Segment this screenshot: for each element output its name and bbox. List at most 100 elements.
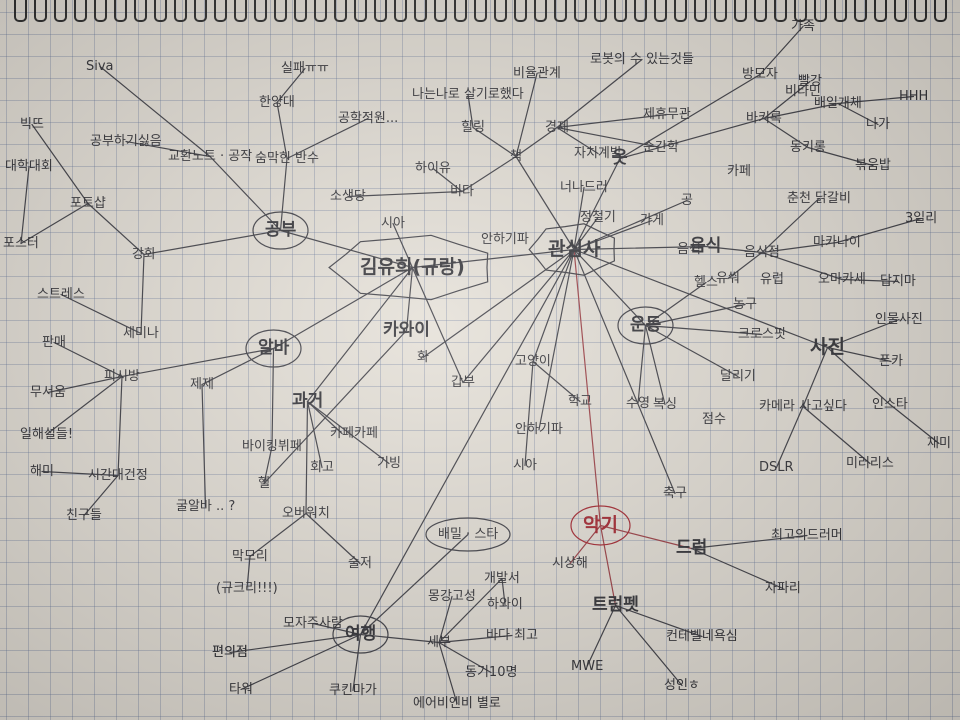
link-waechi-mamori bbox=[249, 512, 307, 558]
node-sia2: 시아 bbox=[513, 458, 537, 473]
binding-ring bbox=[754, 0, 767, 22]
node-camera: 카메라 사고싶다 bbox=[759, 399, 847, 414]
link-poto-bithe bbox=[31, 123, 89, 205]
link-interest-travel bbox=[359, 248, 575, 636]
binding-ring bbox=[934, 0, 947, 22]
node-music: 악기 bbox=[583, 514, 618, 536]
node-dongkisong: 동키롱 bbox=[790, 140, 826, 155]
circle-study bbox=[252, 211, 309, 250]
binding-ring bbox=[274, 0, 287, 22]
binding-ring bbox=[154, 0, 167, 22]
link-mamori-kyukyu bbox=[246, 555, 251, 590]
link-chaek-gyeongje bbox=[515, 126, 558, 158]
node-hagowi: 하와이 bbox=[487, 597, 523, 612]
node-food: 음식 bbox=[690, 236, 722, 256]
node-semina: 세미나 bbox=[123, 326, 159, 341]
circle-baemil bbox=[425, 517, 511, 552]
node-aerobic: 에어비엔비 별로 bbox=[413, 696, 501, 711]
binding-ring bbox=[54, 0, 67, 22]
node-bitam: 비타민 bbox=[785, 84, 821, 99]
link-chaek-hiling bbox=[472, 126, 517, 158]
cloud-interest bbox=[528, 223, 616, 276]
node-threeday: 3일리 bbox=[905, 211, 938, 226]
binding-ring bbox=[194, 0, 207, 22]
binding-ring bbox=[94, 0, 107, 22]
link-insta-jaemi bbox=[889, 403, 940, 445]
node-gaebal: 개발서 bbox=[484, 571, 520, 586]
link-omakase-dubbing bbox=[841, 278, 899, 283]
node-boksing: 복싱 bbox=[653, 397, 677, 412]
link-semina-stress bbox=[60, 293, 142, 335]
binding-ring bbox=[74, 0, 87, 22]
node-ongang: 몽강고성 bbox=[428, 589, 476, 604]
link-trumpet-mwe bbox=[586, 604, 617, 668]
node-baemil: 배밀 · 스타 bbox=[438, 527, 499, 542]
binding-ring bbox=[854, 0, 867, 22]
link-interest-music bbox=[573, 248, 602, 527]
link-gojo-sia2 bbox=[524, 360, 534, 467]
binding-ring bbox=[614, 0, 627, 22]
link-trumpet-seongin bbox=[614, 604, 683, 687]
node-hanamdae: 한양대 bbox=[259, 95, 295, 110]
link-poto-poster bbox=[20, 202, 89, 245]
link-dongkisong-bokum bbox=[807, 146, 874, 167]
binding-ring bbox=[634, 0, 647, 22]
node-gongbu2: 공부하기싫음 bbox=[90, 134, 162, 149]
node-yusoo: 유쒀 bbox=[716, 271, 740, 286]
node-stress: 스트레스 bbox=[37, 287, 85, 302]
link-hiling-naneun bbox=[467, 93, 474, 129]
node-sia: 시아 bbox=[381, 216, 405, 231]
circle-albam bbox=[245, 329, 302, 368]
link-study-jungmak bbox=[279, 157, 288, 232]
node-cafeA: 카페 bbox=[354, 426, 378, 441]
node-nonggu: 농구 bbox=[733, 297, 757, 312]
link-drum-choego bbox=[690, 534, 808, 550]
link-eumsik2-yusoo bbox=[727, 251, 763, 280]
node-gasip: 갑부 bbox=[451, 375, 475, 390]
node-jehyu: 제휴무관 bbox=[643, 107, 691, 122]
link-bikeb-baeill bbox=[763, 102, 839, 120]
node-choego: 최고의드러머 bbox=[771, 528, 843, 543]
link-interest-gage bbox=[573, 219, 653, 251]
node-ponka: 폰카 bbox=[879, 354, 903, 369]
node-chukgu: 축구 bbox=[663, 486, 687, 501]
link-gasip-sia bbox=[392, 222, 464, 384]
binding-ring bbox=[514, 0, 527, 22]
link-travel-pyeon2 bbox=[229, 633, 362, 654]
node-study: 공부 bbox=[265, 220, 297, 240]
node-contest: 컨테벨네욕심 bbox=[666, 629, 738, 644]
link-pcbang-munae bbox=[47, 375, 123, 394]
node-seongin: 성인ㅎ bbox=[664, 678, 700, 693]
link-interest-anhiga bbox=[538, 248, 575, 431]
node-poster: 포스터 bbox=[3, 236, 39, 251]
link-photo-camera bbox=[802, 346, 829, 408]
node-kukdo: 쿠킨마가 bbox=[329, 683, 377, 698]
node-dubbing: 답지마 bbox=[880, 274, 916, 289]
binding-ring bbox=[134, 0, 147, 22]
binding-ring bbox=[794, 0, 807, 22]
link-travel-modu bbox=[312, 622, 362, 636]
node-trumpet: 트럼펫 bbox=[592, 595, 639, 615]
link-clothes-bikeb bbox=[619, 117, 765, 160]
binding-ring bbox=[674, 0, 687, 22]
binding-ring bbox=[254, 0, 267, 22]
node-hwa: 화 bbox=[417, 350, 429, 365]
node-gajok: 가족 bbox=[791, 19, 815, 34]
node-sungan: 순간학 bbox=[643, 140, 679, 155]
node-biyul: 비율관계 bbox=[513, 66, 561, 81]
node-cafe1: 카페 bbox=[330, 426, 354, 441]
node-waechi: 오버워치 bbox=[282, 506, 330, 521]
binding-ring bbox=[874, 0, 887, 22]
binding-ring bbox=[474, 0, 487, 22]
node-chingu: 친구들 bbox=[66, 508, 102, 523]
link-sosaeng-chingu bbox=[83, 474, 119, 517]
node-hiling: 힐링 bbox=[461, 120, 485, 135]
link-interest-chukgu bbox=[573, 248, 676, 495]
link-music-drum bbox=[599, 524, 693, 550]
node-naneun: 나는나로 살기로했다 bbox=[412, 87, 524, 102]
node-cafe2: 카페 bbox=[727, 164, 751, 179]
link-interest-chaek bbox=[515, 155, 575, 251]
node-buffet: 바이킹뷔페 bbox=[242, 439, 302, 454]
node-dslr: DSLR bbox=[759, 460, 794, 475]
node-rongeo: 로봇의 수 있는것들 bbox=[590, 52, 694, 67]
